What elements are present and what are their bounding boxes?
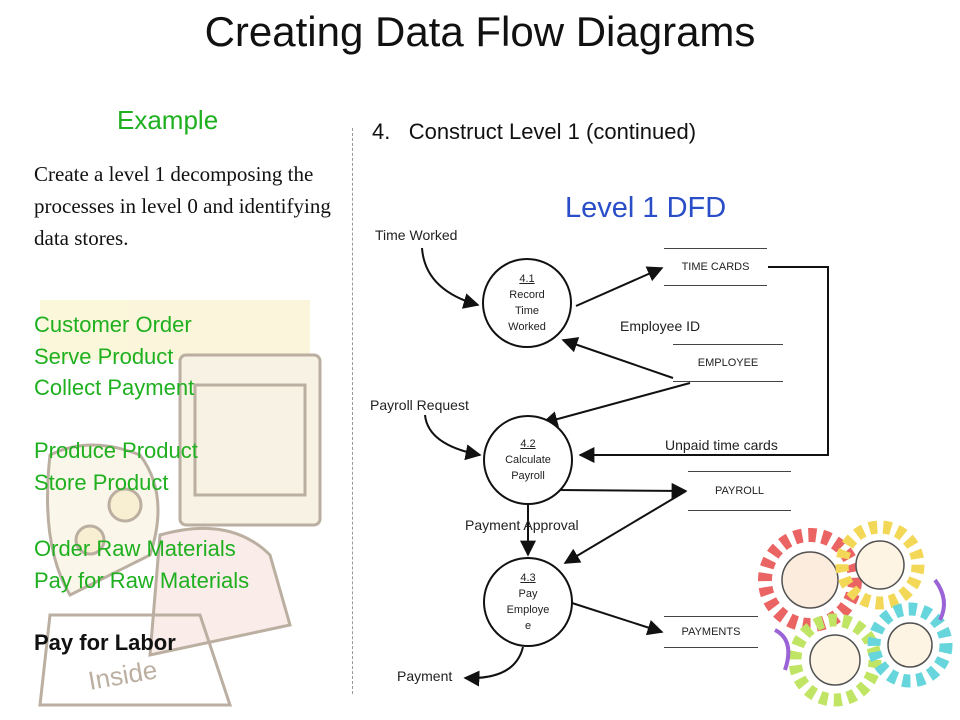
flow-employee-id <box>561 337 674 379</box>
label-unpaid-time-cards: Unpaid time cards <box>665 437 778 453</box>
label-payment-approval: Payment Approval <box>465 517 579 533</box>
flow-payroll-request <box>424 414 482 461</box>
process-id: 4.2 <box>520 438 536 450</box>
flow-time-cards-to-42 <box>578 266 829 463</box>
process-group-purchasing: Order Raw Materials Pay for Raw Material… <box>34 533 249 596</box>
process-id: 4.1 <box>519 273 535 285</box>
process-item: Customer Order <box>34 312 192 337</box>
step-text: Construct Level 1 (continued) <box>408 119 697 144</box>
process-name-line: Employe <box>506 604 550 616</box>
process-name-line: Worked <box>508 321 546 333</box>
data-store-employee: EMPLOYEE <box>673 344 783 382</box>
flow-time-worked <box>421 247 480 309</box>
clipart-gears-team <box>758 520 953 707</box>
label-employee-id: Employee ID <box>620 318 701 334</box>
dfd-title: Level 1 DFD <box>565 192 727 224</box>
panel-divider <box>352 128 353 694</box>
process-name-line: Time <box>514 305 540 317</box>
flow-to-payments <box>571 602 664 636</box>
process-group-sales: Customer Order Serve Product Collect Pay… <box>34 309 194 404</box>
flow-employee-to-42 <box>541 382 691 427</box>
clipart-person-computer: Inside <box>38 300 322 707</box>
process-name-line: e <box>524 620 532 632</box>
process-item: Collect Payment <box>34 375 195 400</box>
process-item: Produce Product <box>34 438 198 463</box>
process-item: Order Raw Materials <box>34 536 236 561</box>
data-store-payments: PAYMENTS <box>664 616 758 648</box>
example-heading: Example <box>117 105 219 135</box>
process-name-line: Pay <box>518 588 538 600</box>
process-item: Store Product <box>34 469 169 495</box>
process-item: Pay for Raw Materials <box>34 567 250 593</box>
process-name-line: Payroll <box>511 470 545 482</box>
page-title: Creating Data Flow Diagrams <box>204 8 756 55</box>
label-payroll-request: Payroll Request <box>370 397 469 413</box>
process-id: 4.3 <box>520 572 536 584</box>
instructions-text: Create a level 1 decomposing the process… <box>34 162 331 250</box>
data-store-payroll: PAYROLL <box>688 471 791 511</box>
process-4-2: 4.2 Calculate Payroll <box>483 415 573 505</box>
process-4-1: 4.1 Record Time Worked <box>482 258 572 348</box>
data-store-time-cards: TIME CARDS <box>664 248 767 286</box>
process-name-line: Record <box>509 289 545 301</box>
label-time-worked: Time Worked <box>375 227 458 243</box>
step-number: 4. <box>372 119 391 144</box>
highlighted-process-item: Pay for Labor <box>34 630 176 655</box>
step-heading: 4. Construct Level 1 (continued) <box>372 119 696 145</box>
flow-payment-approval <box>563 490 687 564</box>
flow-payment-out <box>463 646 524 687</box>
label-payment: Payment <box>397 668 453 684</box>
process-item: Serve Product <box>34 343 174 369</box>
process-4-3: 4.3 Pay Employe e <box>483 557 573 647</box>
process-name-line: Calculate <box>505 454 551 466</box>
process-group-production: Produce Product Store Product <box>34 435 198 498</box>
flow-to-payroll <box>557 482 688 499</box>
flow-to-time-cards <box>575 266 664 307</box>
